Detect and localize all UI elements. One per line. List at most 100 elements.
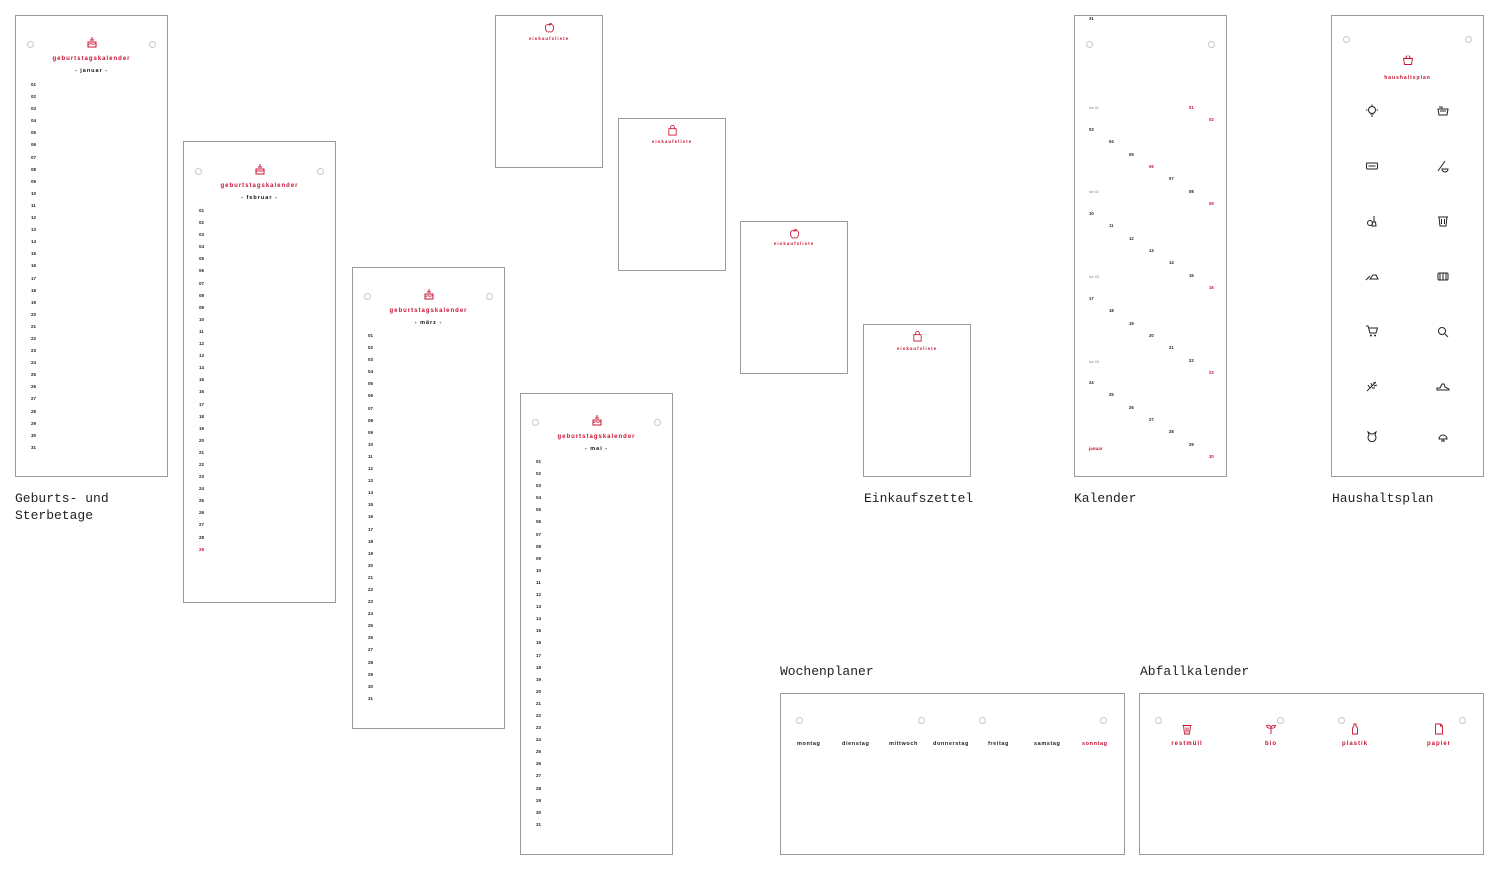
iron-icon bbox=[1365, 274, 1379, 281]
calendar-day: 16 bbox=[1209, 284, 1214, 290]
day-number: 02 bbox=[199, 220, 205, 226]
day-number: 27 bbox=[199, 522, 205, 528]
birthday-title: geburtstagskalender bbox=[220, 183, 299, 189]
day-number: 13 bbox=[31, 227, 37, 233]
day-number: 20 bbox=[31, 311, 37, 317]
day-number: 07 bbox=[536, 531, 542, 537]
day-number: 07 bbox=[368, 405, 374, 411]
basket-icon bbox=[1402, 55, 1414, 65]
day-number: 06 bbox=[536, 519, 542, 525]
shopping-bag-icon bbox=[668, 125, 677, 136]
calendar-day: 17 bbox=[1089, 296, 1094, 301]
day-number: 23 bbox=[199, 474, 205, 480]
day-number: 01 bbox=[368, 333, 374, 338]
laundry-basket-icon bbox=[1437, 106, 1449, 116]
weekday-sunday: sonntag bbox=[1082, 741, 1108, 747]
birthday-title: geburtstagskalender bbox=[389, 308, 468, 314]
cake-icon bbox=[592, 415, 602, 426]
day-number: 25 bbox=[31, 372, 37, 378]
day-number: 19 bbox=[536, 676, 542, 682]
shopping-title: einkaufsliste bbox=[528, 36, 570, 41]
day-number: 12 bbox=[536, 592, 542, 598]
shopping-title: einkaufsliste bbox=[651, 139, 693, 144]
day-number: 21 bbox=[31, 323, 37, 329]
punch-hole bbox=[486, 293, 493, 300]
calendar-day: 14 bbox=[1169, 260, 1174, 266]
day-number: 21 bbox=[536, 700, 542, 706]
day-number: 26 bbox=[536, 761, 542, 767]
day-number: 29 bbox=[31, 420, 37, 426]
sprout-icon bbox=[1265, 724, 1277, 734]
day-number: 26 bbox=[199, 510, 205, 516]
calendar-day: 09 bbox=[1209, 200, 1214, 206]
day-number: 27 bbox=[536, 773, 542, 779]
shopping-sheet-4: einkaufsliste bbox=[863, 324, 971, 477]
calendar-day: 31 bbox=[1089, 16, 1094, 21]
apple-icon bbox=[789, 229, 800, 239]
punch-hole bbox=[317, 168, 324, 175]
punch-hole bbox=[1343, 36, 1350, 43]
cat-icon bbox=[1367, 430, 1377, 443]
waste-label-plastik: plastik bbox=[1341, 741, 1368, 747]
apple-icon bbox=[544, 23, 555, 33]
cake-icon bbox=[424, 289, 434, 300]
day-number: 28 bbox=[199, 534, 205, 540]
caption-kalender: Kalender bbox=[1074, 491, 1137, 506]
punch-hole bbox=[1208, 41, 1215, 48]
weekday-wednesday: mittwoch bbox=[889, 741, 918, 747]
day-number: 27 bbox=[31, 396, 37, 402]
month-label: - märz - bbox=[414, 320, 443, 326]
calendar-day: 20 bbox=[1149, 332, 1154, 338]
watering-can-icon bbox=[1438, 434, 1448, 442]
day-number: 18 bbox=[199, 413, 205, 419]
paper-icon bbox=[1435, 723, 1443, 735]
shopping-title: einkaufsliste bbox=[773, 241, 815, 246]
waste-calendar-sheet: restmüll bio plastik papier bbox=[1139, 693, 1484, 855]
day-number: 18 bbox=[31, 287, 37, 293]
weekday-thursday: donnerstag bbox=[933, 741, 969, 747]
month-label: - januar - bbox=[74, 68, 109, 74]
day-number: 13 bbox=[199, 353, 205, 359]
calendar-week-label: kw 01 bbox=[1089, 106, 1099, 110]
weekday-friday: freitag bbox=[988, 741, 1010, 747]
pet-icon bbox=[1438, 327, 1449, 338]
day-number: 04 bbox=[199, 244, 205, 250]
calendar-week-label: kw 03 bbox=[1089, 275, 1099, 279]
day-number: 15 bbox=[199, 377, 205, 383]
day-number: 23 bbox=[31, 348, 37, 354]
birthday-title: geburtstagskalender bbox=[557, 434, 636, 440]
calendar-day: 15 bbox=[1189, 272, 1194, 278]
calendar-day: 18 bbox=[1109, 308, 1114, 314]
day-number: 04 bbox=[31, 118, 37, 124]
caption-abfall: Abfallkalender bbox=[1140, 664, 1250, 679]
day-number: 22 bbox=[199, 461, 205, 467]
day-number: 09 bbox=[536, 555, 542, 561]
day-number: 09 bbox=[31, 178, 37, 184]
day-number: 11 bbox=[368, 453, 373, 459]
day-number: 11 bbox=[199, 328, 204, 334]
birthday-title: geburtstagskalender bbox=[52, 56, 131, 62]
day-number: 20 bbox=[199, 437, 205, 443]
day-number: 05 bbox=[536, 507, 542, 513]
day-number: 17 bbox=[199, 401, 205, 407]
day-number: 13 bbox=[536, 604, 542, 610]
day-number: 13 bbox=[368, 478, 374, 484]
day-number: 02 bbox=[31, 94, 37, 100]
day-number: 19 bbox=[199, 425, 205, 431]
vacuum-icon bbox=[1437, 160, 1449, 173]
day-number: 09 bbox=[199, 304, 205, 310]
day-number: 29 bbox=[199, 546, 205, 552]
caption-haushalt: Haushaltsplan bbox=[1332, 491, 1434, 506]
day-number: 06 bbox=[368, 393, 374, 399]
weekday-tuesday: dienstag bbox=[842, 741, 870, 747]
broom-icon bbox=[1367, 216, 1377, 227]
day-number: 26 bbox=[31, 384, 37, 390]
day-number: 01 bbox=[199, 208, 205, 213]
calendar-day: 24 bbox=[1089, 380, 1094, 385]
day-number: 12 bbox=[31, 215, 37, 221]
day-number: 28 bbox=[536, 785, 542, 791]
calendar-day: 25 bbox=[1109, 392, 1114, 398]
